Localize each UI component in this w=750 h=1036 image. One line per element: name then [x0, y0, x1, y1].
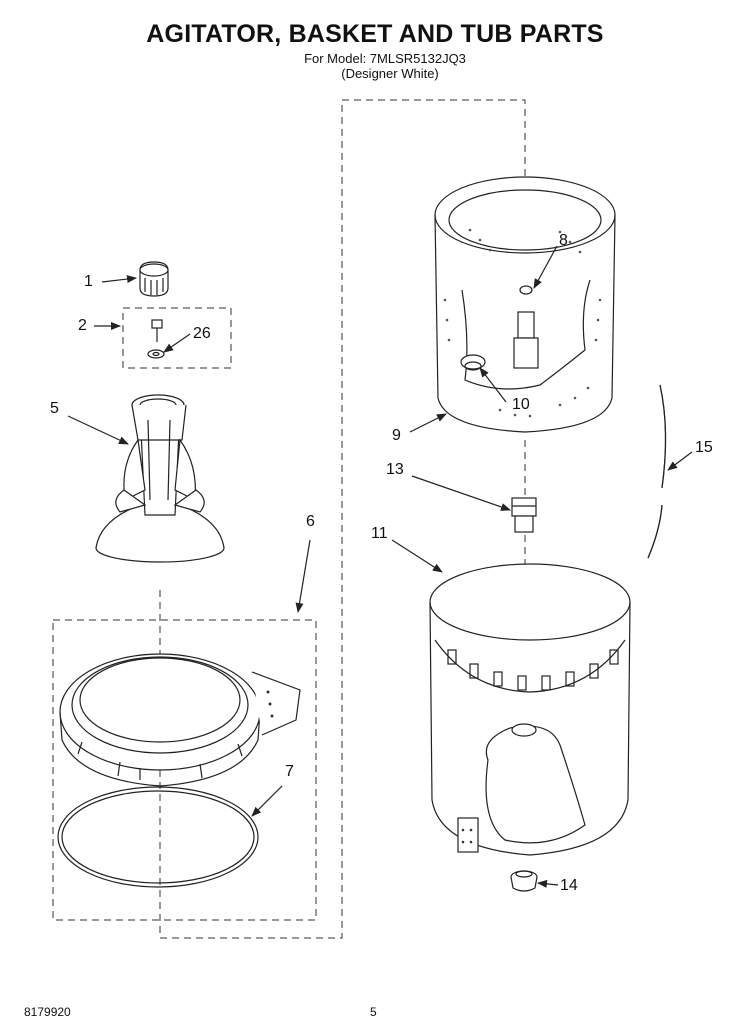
- drain-plug-part: [510, 870, 538, 892]
- bolt-and-washer-part: [147, 319, 165, 359]
- callout-2: 2: [78, 317, 87, 334]
- callout-9: 9: [392, 427, 401, 444]
- drive-block-part: [511, 497, 537, 533]
- callout-7: 7: [285, 763, 294, 780]
- model-line: For Model: 7MLSR5132JQ3: [304, 51, 466, 66]
- outer-tub-part: [429, 563, 631, 856]
- tub-seal-gasket-part: [57, 786, 259, 888]
- variant-line: (Designer White): [341, 66, 439, 81]
- basket-part: [434, 176, 616, 433]
- callout-14: 14: [560, 877, 578, 894]
- page-title: AGITATOR, BASKET AND TUB PARTS: [146, 20, 604, 48]
- document-number: 8179920: [24, 1005, 71, 1019]
- callout-13: 13: [386, 461, 404, 478]
- callout-leaders: [67, 245, 693, 888]
- callout-1: 1: [84, 273, 93, 290]
- agitator-cap-part: [139, 261, 169, 297]
- group-box-2: [122, 307, 232, 369]
- hose-part: [647, 384, 667, 559]
- tub-ring-part: [59, 653, 301, 787]
- callout-15: 15: [695, 439, 713, 456]
- callout-11: 11: [371, 525, 388, 542]
- callout-5: 5: [50, 400, 59, 417]
- callout-8: 8: [559, 232, 568, 249]
- agitator-part: [95, 394, 225, 563]
- callout-6: 6: [306, 513, 315, 530]
- callout-26: 26: [193, 325, 211, 342]
- page-number: 5: [370, 1005, 377, 1019]
- group-box-6: [52, 619, 317, 921]
- callout-10: 10: [512, 396, 530, 413]
